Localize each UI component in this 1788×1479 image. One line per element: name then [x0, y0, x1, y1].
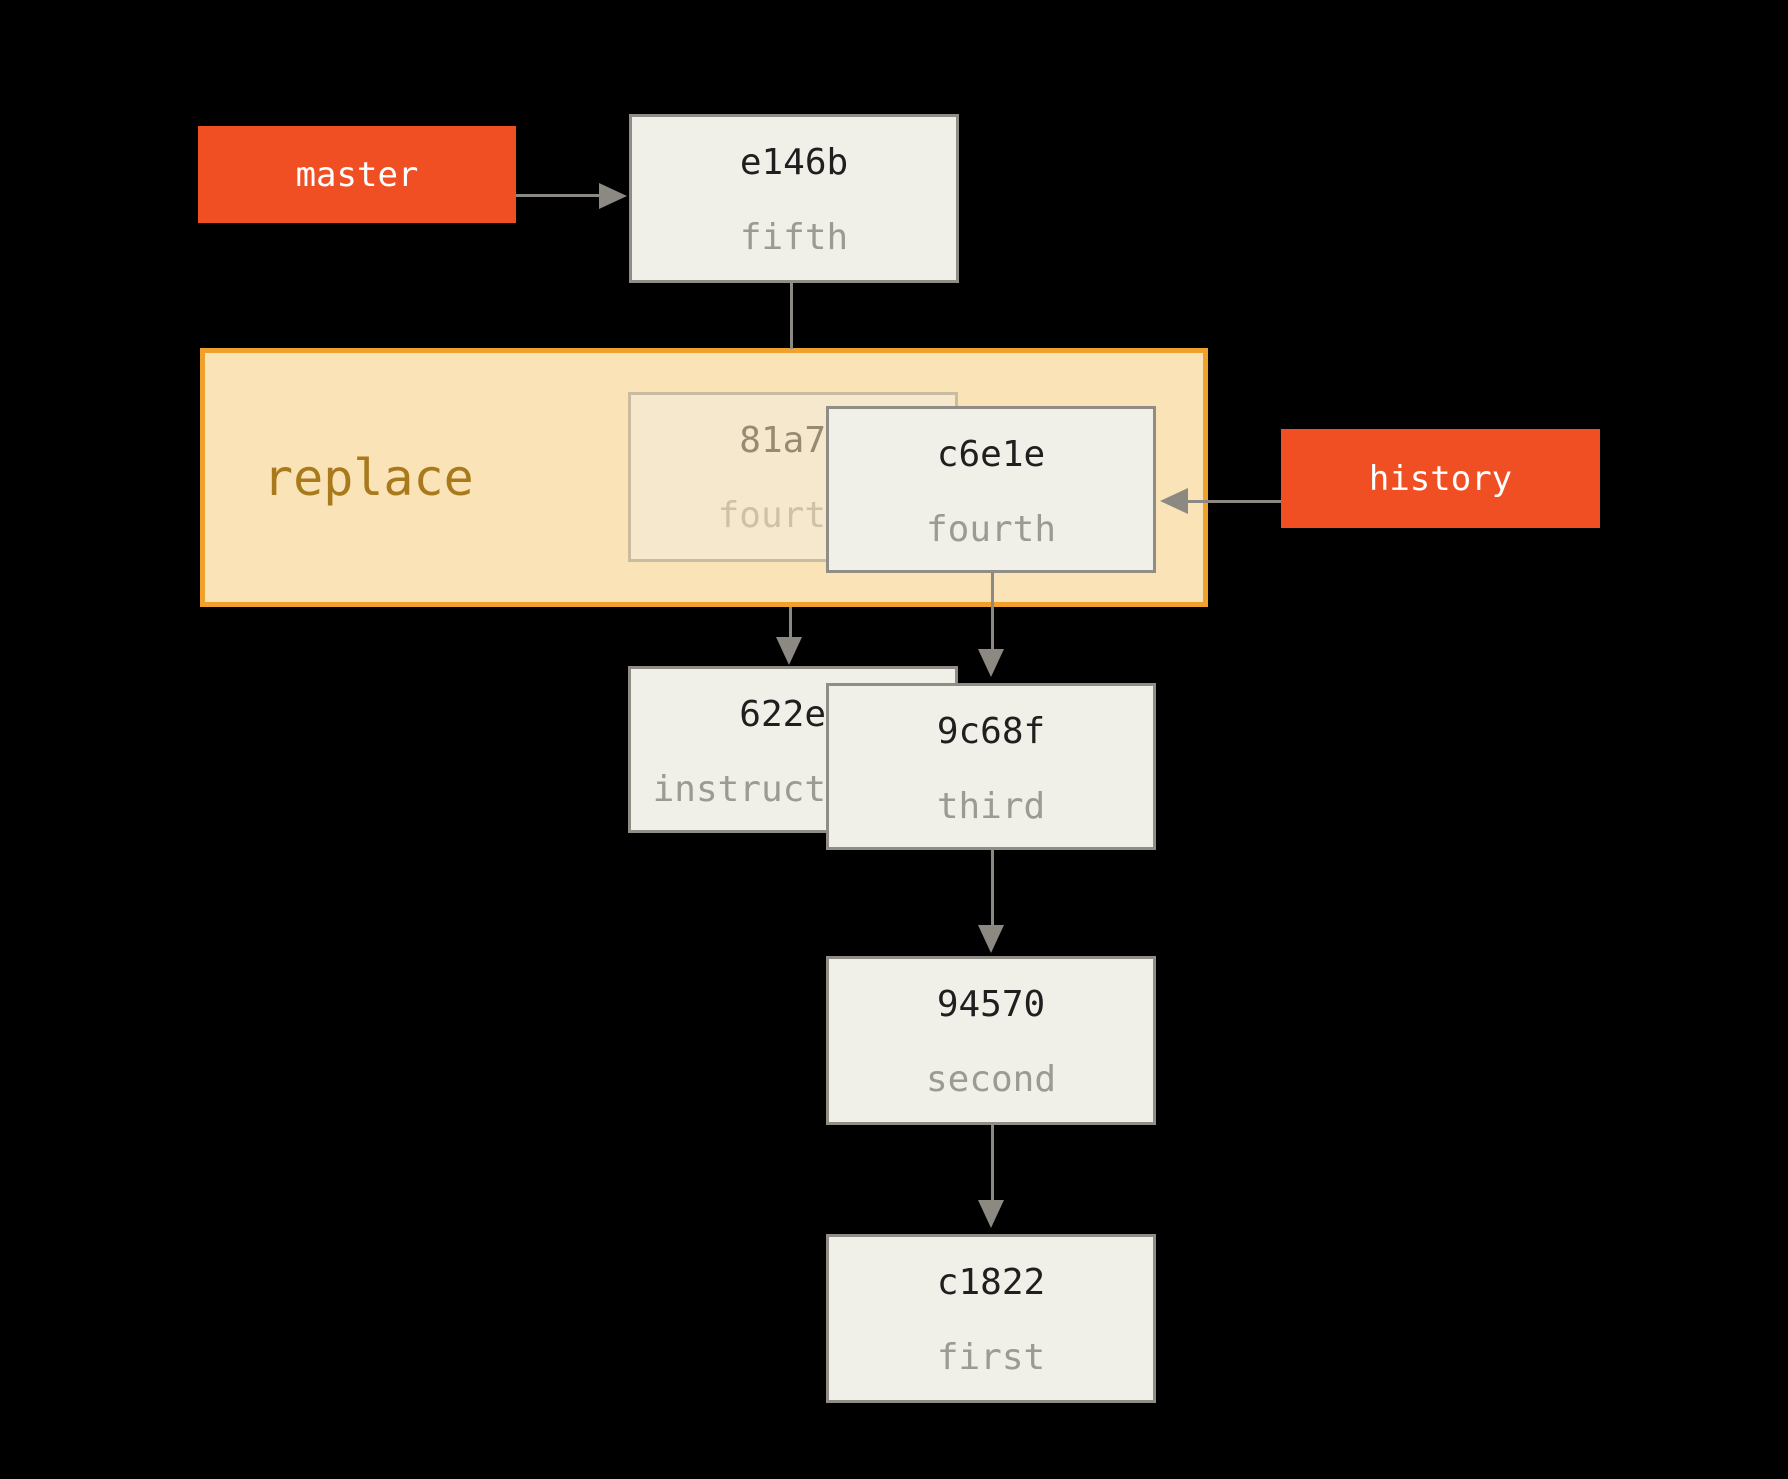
arrow-9c68f-to-94570-line	[991, 850, 994, 925]
commit-message: second	[925, 1059, 1057, 1100]
arrow-master-to-e146b-line	[516, 194, 599, 197]
arrow-94570-to-c1822-line	[991, 1125, 994, 1200]
commit-hash: c1822	[936, 1262, 1046, 1303]
commit-message: fourt	[717, 495, 826, 536]
commit-hash: 9c68f	[936, 711, 1046, 752]
commit-hash: 94570	[936, 984, 1046, 1025]
commit-message: third	[936, 786, 1046, 827]
commit-message: fifth	[739, 217, 849, 258]
commit-box-94570: 94570 second	[826, 956, 1156, 1125]
arrow-9c68f-to-94570-head	[978, 925, 1004, 953]
commit-box-e146b: e146b fifth	[629, 114, 959, 283]
arrow-c6e1e-to-9c68f-line	[991, 573, 994, 649]
branch-label-master: master	[198, 126, 516, 223]
arrow-replace-to-622e-line	[789, 607, 792, 638]
commit-message: instruct	[652, 769, 826, 810]
commit-box-9c68f: 9c68f third	[826, 683, 1156, 850]
arrow-history-to-c6e1e-line	[1186, 500, 1281, 503]
commit-hash: e146b	[739, 142, 849, 183]
commit-hash: 622e	[739, 694, 826, 735]
arrow-history-to-c6e1e-head	[1160, 488, 1188, 514]
branch-label-history-text: history	[1368, 458, 1513, 499]
arrow-94570-to-c1822-head	[978, 1200, 1004, 1228]
branch-label-master-text: master	[295, 154, 419, 195]
arrow-master-to-e146b-head	[599, 183, 627, 209]
connector-e146b-to-replace-region	[790, 283, 793, 349]
replace-region-label: replace	[263, 448, 474, 507]
commit-hash: 81a7	[739, 420, 826, 461]
arrow-replace-to-622e-head	[776, 637, 802, 665]
commit-hash: c6e1e	[936, 434, 1046, 475]
arrow-c6e1e-to-9c68f-head	[978, 649, 1004, 677]
commit-message: fourth	[925, 509, 1057, 550]
commit-box-c1822: c1822 first	[826, 1234, 1156, 1403]
commit-box-c6e1e: c6e1e fourth	[826, 406, 1156, 573]
commit-message: first	[936, 1337, 1046, 1378]
branch-label-history: history	[1281, 429, 1600, 528]
